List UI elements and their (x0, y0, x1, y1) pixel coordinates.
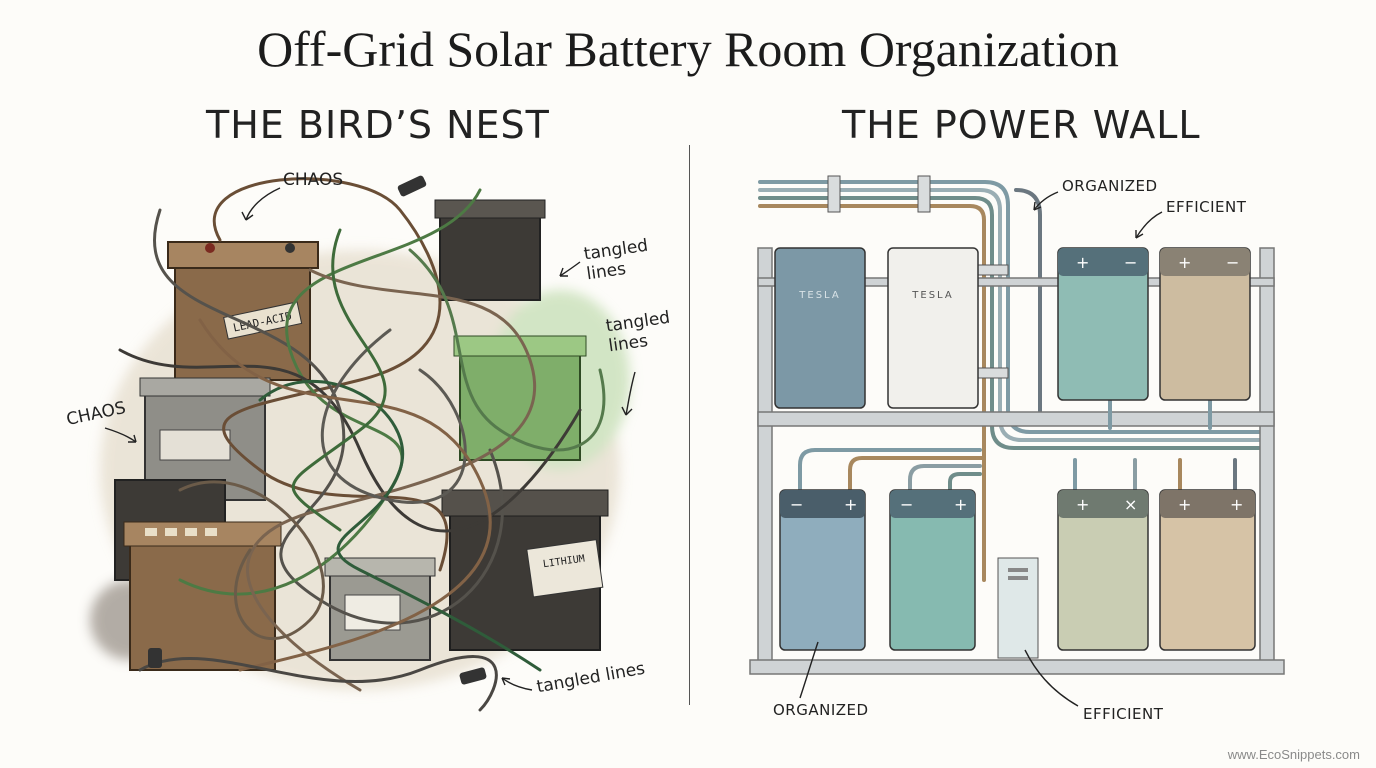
battery-lower-blue: − + (779, 489, 866, 651)
svg-text:+: + (1076, 495, 1089, 514)
battery-lower-sage: + × (1057, 489, 1149, 651)
battery-back-right (434, 199, 546, 301)
svg-text:+: + (1178, 495, 1191, 514)
junction-box (997, 557, 1039, 659)
battery-lower-sand: + + (1159, 489, 1256, 651)
svg-text:−: − (1226, 253, 1239, 272)
svg-text:+: + (844, 495, 857, 514)
svg-text:+: + (1178, 253, 1191, 272)
tangled-cables (118, 177, 606, 712)
power-wall-illustration: TESLA TESLA + − + − − + − + + × (749, 175, 1285, 675)
page-title: Off-Grid Solar Battery Room Organization (257, 21, 1119, 77)
footer-url: www.EcoSnippets.com (1227, 747, 1360, 762)
battery-lower-teal: − + (889, 489, 976, 651)
svg-text:−: − (900, 495, 913, 514)
svg-text:+: + (1076, 253, 1089, 272)
powerwall-white: TESLA (887, 247, 979, 409)
rack-frame (749, 247, 1285, 675)
tesla-label-1: TESLA (798, 290, 840, 301)
conduit-bundle (758, 180, 1262, 582)
note-efficient-top: EFFICIENT (1166, 198, 1247, 216)
svg-text:−: − (1124, 253, 1137, 272)
panel-divider (689, 145, 690, 705)
birds-nest-illustration: LEAD-ACID LITHIUM (90, 175, 630, 712)
lower-cable-runs (798, 398, 1237, 492)
svg-text:×: × (1124, 495, 1137, 514)
svg-text:+: + (954, 495, 967, 514)
note-chaos-top: CHAOS (283, 170, 344, 190)
note-efficient-bottom: EFFICIENT (1083, 705, 1164, 723)
battery-upper-teal: + − (1057, 247, 1149, 401)
tesla-label-2: TESLA (911, 290, 953, 301)
note-organized-top: ORGANIZED (1062, 177, 1158, 195)
note-organized-bottom: ORGANIZED (773, 701, 869, 719)
left-panel-heading: THE BIRD’S NEST (206, 103, 550, 147)
svg-text:−: − (790, 495, 803, 514)
cable-plugs (148, 175, 487, 685)
battery-lithium: LITHIUM (441, 489, 609, 651)
svg-text:+: + (1230, 495, 1243, 514)
right-panel-heading: THE POWER WALL (842, 103, 1201, 147)
powerwall-steel-blue: TESLA (774, 247, 866, 409)
battery-upper-sand: + − (1159, 247, 1251, 401)
